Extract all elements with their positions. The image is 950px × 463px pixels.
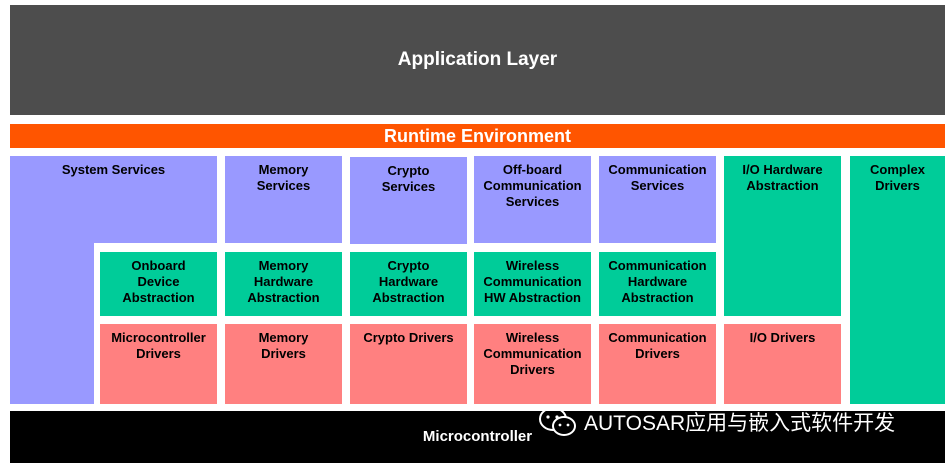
io-hardware-abstraction: I/O Hardware Abstraction: [724, 156, 841, 316]
microcontroller-drivers: Microcontroller Drivers: [100, 324, 217, 404]
crypto-drivers: Crypto Drivers: [350, 324, 467, 404]
application-layer-label: Application Layer: [397, 49, 558, 70]
system-services-label: System Services: [61, 162, 166, 177]
wechat-icon: [539, 407, 576, 436]
crypto-hardware-abstraction: Crypto Hardware Abstraction: [350, 252, 467, 316]
runtime-environment-label: Runtime Environment: [383, 125, 571, 146]
microcontroller-label: Microcontroller: [422, 428, 533, 445]
application-layer: Application Layer: [10, 5, 945, 115]
watermark: AUTOSAR应用与嵌入式软件开发: [538, 405, 895, 439]
offboard-communication-services: Off-board Communication Services: [474, 156, 591, 243]
memory-services: Memory Services: [225, 156, 342, 243]
communication-drivers: Communication Drivers: [599, 324, 716, 404]
system-services-block: [10, 156, 217, 243]
runtime-environment: Runtime Environment: [10, 124, 945, 148]
communication-hardware-abstraction: Communication Hardware Abstraction: [599, 252, 716, 316]
system-services-block-lower: [10, 243, 94, 404]
io-drivers: I/O Drivers: [724, 324, 841, 404]
complex-drivers: Complex Drivers: [850, 156, 945, 404]
crypto-services: Crypto Services: [350, 157, 467, 244]
memory-drivers: Memory Drivers: [225, 324, 342, 404]
wireless-communication-hw-abstraction: Wireless Communication HW Abstraction: [474, 252, 591, 316]
memory-hardware-abstraction: Memory Hardware Abstraction: [225, 252, 342, 316]
communication-services: Communication Services: [599, 156, 716, 243]
watermark-text: AUTOSAR应用与嵌入式软件开发: [584, 412, 896, 435]
microcontroller-layer: [10, 411, 945, 463]
onboard-device-abstraction: Onboard Device Abstraction: [100, 252, 217, 316]
wireless-communication-drivers: Wireless Communication Drivers: [474, 324, 591, 404]
